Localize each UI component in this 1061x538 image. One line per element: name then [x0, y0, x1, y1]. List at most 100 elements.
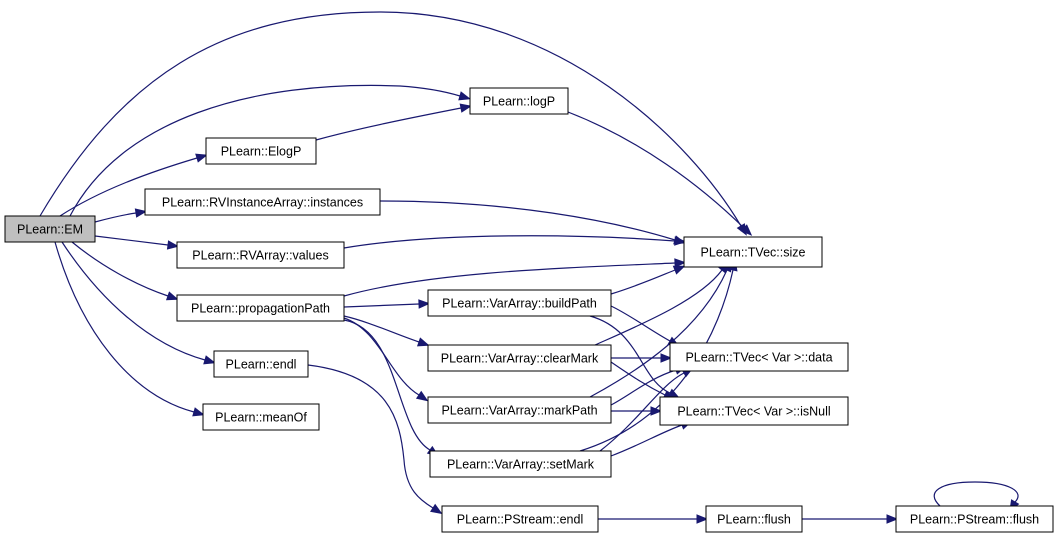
edge-line: [343, 303, 420, 308]
arrowhead: [459, 103, 473, 113]
edge-line: [54, 241, 195, 413]
edge-endl-to-pstreamEndl: [307, 364, 443, 515]
node-label: PLearn::PStream::flush: [910, 513, 1039, 527]
arrowhead: [458, 91, 471, 101]
node-markPath[interactable]: PLearn::VarArray::markPath: [427, 396, 612, 424]
node-label: PLearn::EM: [17, 223, 83, 237]
node-label: PLearn::TVec< Var >::data: [685, 351, 832, 365]
edge-propagationPath-to-buildPath: [343, 299, 431, 309]
node-label: PLearn::TVec< Var >::isNull: [677, 405, 830, 419]
edge-line: [343, 235, 676, 249]
node-elogp[interactable]: PLearn::ElogP: [205, 137, 317, 165]
call-edges: [39, 11, 1020, 524]
node-box: [427, 289, 612, 317]
edge-logp-to-size: [567, 111, 753, 236]
edge-clearMark-to-data: [611, 353, 673, 363]
edge-elogp-to-logp: [315, 103, 473, 141]
edge-line: [315, 107, 462, 141]
arrowhead: [416, 337, 430, 347]
edge-clearMark-to-size: [594, 261, 730, 346]
node-box: [205, 137, 317, 165]
node-instances[interactable]: PLearn::RVInstanceArray::instances: [144, 188, 381, 216]
node-box: [144, 188, 381, 216]
edge-line: [94, 235, 169, 246]
arrowhead: [674, 258, 687, 268]
node-meanOf[interactable]: PLearn::meanOf: [202, 403, 320, 431]
node-label: PLearn::PStream::endl: [457, 513, 583, 527]
edge-line: [71, 241, 169, 297]
edge-line: [343, 317, 420, 396]
node-label: PLearn::ElogP: [221, 145, 302, 159]
edge-line: [594, 269, 723, 346]
edge-line: [567, 111, 745, 229]
node-setMark[interactable]: PLearn::VarArray::setMark: [429, 450, 612, 478]
node-isNull[interactable]: PLearn::TVec< Var >::isNull: [659, 396, 849, 426]
arrowhead: [672, 265, 686, 275]
edge-line: [610, 269, 676, 295]
edge-em-to-meanOf: [54, 241, 205, 417]
arrowhead: [195, 153, 208, 163]
node-box: [202, 403, 320, 431]
node-label: PLearn::VarArray::markPath: [441, 404, 597, 418]
arrowhead: [192, 407, 205, 417]
edge-line: [589, 269, 728, 398]
edge-line: [610, 369, 677, 406]
node-box: [427, 396, 612, 424]
node-buildPath[interactable]: PLearn::VarArray::buildPath: [427, 289, 612, 317]
edge-line: [343, 315, 420, 343]
node-box: [659, 396, 849, 426]
node-label: PLearn::logP: [483, 95, 555, 109]
node-values[interactable]: PLearn::RVArray::values: [176, 241, 345, 269]
edge-propagationPath-to-size: [343, 258, 687, 297]
arrowhead: [430, 503, 443, 515]
node-label: PLearn::VarArray::setMark: [447, 458, 595, 472]
node-label: PLearn::endl: [226, 358, 297, 372]
arrowhead: [886, 514, 899, 524]
arrowhead: [660, 353, 673, 363]
node-logp[interactable]: PLearn::logP: [469, 87, 569, 115]
node-clearMark[interactable]: PLearn::VarArray::clearMark: [427, 344, 612, 372]
node-box: [683, 236, 823, 268]
node-pstreamFlush[interactable]: PLearn::PStream::flush: [895, 505, 1054, 533]
edge-line: [69, 84, 461, 217]
edge-line: [94, 212, 137, 223]
node-label: PLearn::meanOf: [215, 411, 307, 425]
edge-line: [39, 11, 742, 227]
edge-line: [610, 361, 666, 396]
edge-line: [61, 241, 206, 361]
node-endl[interactable]: PLearn::endl: [213, 350, 309, 378]
edge-em-to-logp: [69, 84, 471, 217]
edge-line: [933, 481, 1019, 507]
edge-flush-to-pstreamFlush: [802, 514, 899, 524]
node-label: PLearn::VarArray::clearMark: [441, 352, 599, 366]
edge-line: [599, 372, 685, 452]
node-em[interactable]: PLearn::EM: [4, 215, 96, 243]
node-box: [469, 87, 569, 115]
edge-line: [610, 424, 683, 457]
edge-line: [610, 305, 671, 342]
node-box: [669, 342, 849, 372]
edge-propagationPath-to-setMark: [343, 319, 440, 457]
edge-em-to-values: [94, 235, 180, 250]
node-box: [895, 505, 1054, 533]
edge-em-to-instances: [94, 208, 148, 223]
node-propagationPath[interactable]: PLearn::propagationPath: [176, 294, 345, 322]
edge-line: [379, 200, 676, 241]
node-label: PLearn::VarArray::buildPath: [442, 297, 597, 311]
arrowhead: [165, 291, 179, 301]
arrowhead: [674, 236, 687, 246]
node-box: [441, 505, 599, 533]
function-nodes: PLearn::EM PLearn::logPPLearn::ElogPPLear…: [4, 87, 1054, 533]
node-label: PLearn::RVArray::values: [192, 249, 328, 263]
node-flush[interactable]: PLearn::flush: [705, 505, 803, 533]
node-data[interactable]: PLearn::TVec< Var >::data: [669, 342, 849, 372]
node-size[interactable]: PLearn::TVec::size: [683, 236, 823, 268]
edge-line: [343, 319, 431, 451]
arrowhead: [740, 224, 753, 236]
edge-line: [307, 364, 434, 509]
node-pstreamEndl[interactable]: PLearn::PStream::endl: [441, 505, 599, 533]
node-box: [705, 505, 803, 533]
edge-line: [59, 157, 198, 217]
edge-clearMark-to-isNull: [610, 361, 676, 401]
